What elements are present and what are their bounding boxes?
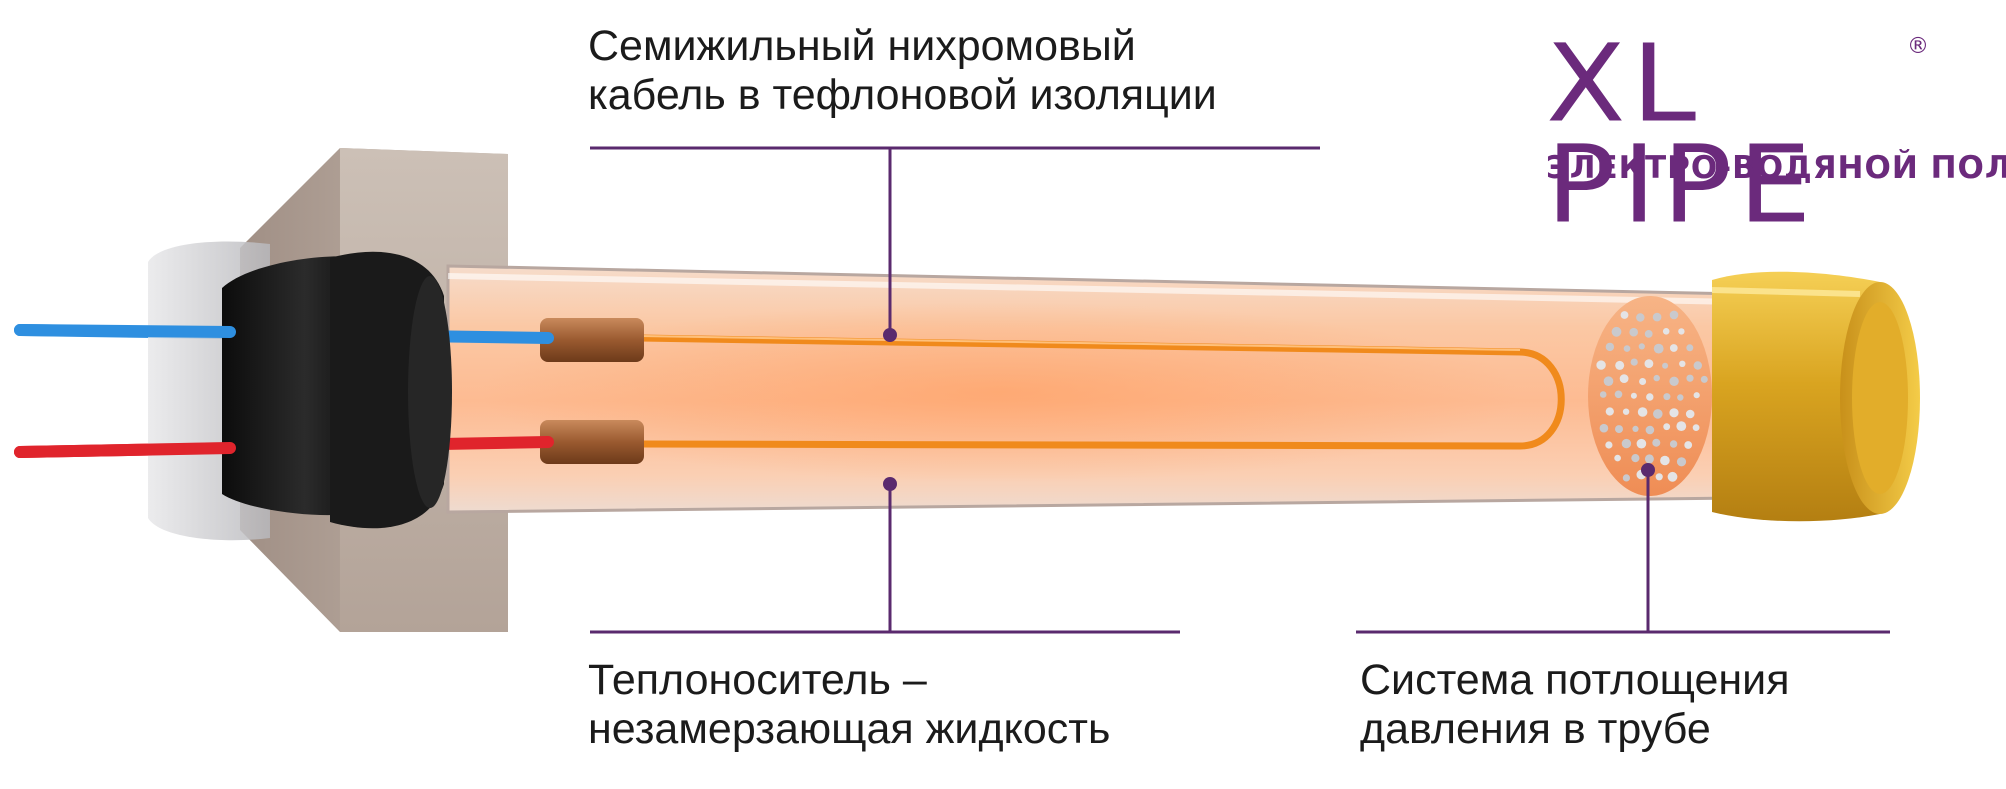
- logo-registered-mark: ®: [1907, 34, 1929, 59]
- callout-cable-dot: [883, 328, 897, 342]
- perforation-hole: [1644, 454, 1654, 464]
- logo-wordmark: XL PIPE: [1546, 22, 1818, 248]
- perforation-hole: [1639, 378, 1647, 385]
- label-cable: Семижильный нихромовый кабель в тефлонов…: [588, 22, 1217, 120]
- perforation-hole: [1653, 343, 1664, 354]
- perforation-hole: [1679, 360, 1686, 367]
- label-coolant: Теплоноситель – незамерзающая жидкость: [588, 656, 1110, 754]
- perforation-hole: [1622, 408, 1630, 415]
- wire-blue-entry: [14, 324, 236, 338]
- pressure-absorber-perforation: [1596, 310, 1708, 482]
- perforation-hole: [1662, 362, 1669, 369]
- perforation-hole: [1652, 438, 1661, 447]
- perforation-hole: [1629, 327, 1638, 337]
- callout-pressure-dot: [1641, 463, 1655, 477]
- connector-bottom: [540, 420, 644, 464]
- perforation-hole: [1644, 359, 1654, 368]
- perforation-hole: [1603, 376, 1614, 387]
- perforation-hole: [1644, 330, 1653, 338]
- perforation-hole: [1655, 473, 1663, 481]
- perforation-hole: [1632, 425, 1639, 432]
- gland-face: [408, 276, 452, 508]
- perforation-hole: [1676, 457, 1687, 467]
- perforation-hole: [1621, 438, 1632, 449]
- perforation-hole: [1652, 312, 1662, 322]
- perforation-hole: [1693, 392, 1700, 399]
- perforation-hole: [1663, 393, 1671, 401]
- perforation-hole: [1686, 374, 1694, 382]
- end-cap: [1712, 271, 1880, 522]
- perforation-hole: [1662, 328, 1670, 335]
- perforation-hole: [1605, 342, 1615, 352]
- perforation-hole: [1693, 361, 1703, 370]
- perforation-hole: [1700, 375, 1708, 383]
- label-coolant-line-1: Теплоноситель –: [588, 656, 927, 704]
- perforation-hole: [1636, 313, 1645, 322]
- perforation-hole: [1646, 393, 1654, 401]
- end-cap-inner: [1852, 302, 1908, 494]
- label-pressure-line-1: Система потлощения: [1360, 656, 1790, 704]
- perforation-hole: [1667, 471, 1678, 482]
- perforation-hole: [1676, 421, 1687, 431]
- label-cable-line-2: кабель в тефлоновой изоляции: [588, 71, 1217, 119]
- perforation-hole: [1623, 345, 1631, 352]
- end-cap-highlight: [1711, 287, 1861, 297]
- perforation-hole: [1599, 391, 1607, 398]
- perforation-hole: [1638, 343, 1645, 350]
- perforation-hole: [1605, 441, 1613, 449]
- perforation-hole: [1596, 360, 1606, 370]
- logo-tagline: ЭЛЕКТРО-ВОДЯНОЙ ПОЛ: [1546, 150, 2006, 186]
- label-cable-line-1: Семижильный нихромовый: [588, 22, 1136, 70]
- perforation-hole: [1614, 454, 1621, 462]
- perforation-hole: [1630, 392, 1637, 399]
- perforation-hole: [1620, 311, 1629, 319]
- perforation-hole: [1636, 438, 1647, 449]
- perforation-hole: [1692, 424, 1700, 431]
- heating-wire: [636, 334, 1565, 450]
- perforation-hole: [1653, 374, 1660, 382]
- perforation-hole: [1645, 425, 1655, 435]
- perforation-hole: [1611, 326, 1622, 337]
- perforation-hole: [1669, 376, 1679, 386]
- perforation-hole: [1663, 423, 1671, 431]
- label-pressure: Система потлощения давления в трубе: [1360, 656, 1789, 754]
- perforation-hole: [1637, 407, 1648, 417]
- perforation-hole: [1677, 394, 1684, 401]
- wire-red-entry: [14, 442, 236, 458]
- perforation-hole: [1653, 409, 1663, 419]
- heating-wire-highlight: [639, 335, 1521, 351]
- perforation-hole: [1669, 310, 1679, 320]
- connector-top: [540, 318, 644, 362]
- perforation-hole: [1684, 441, 1693, 449]
- perforation-hole: [1660, 455, 1670, 466]
- perforation-hole: [1630, 358, 1638, 366]
- perforation-hole: [1669, 408, 1679, 418]
- brand-logo: XL PIPE ® ЭЛЕКТРО-ВОДЯНОЙ ПОЛ: [1536, 31, 2006, 239]
- perforation-hole: [1599, 423, 1609, 433]
- perforation-hole: [1622, 474, 1630, 482]
- rubber-gland: [222, 256, 360, 516]
- tube-highlight: [447, 273, 1741, 305]
- perforation-hole: [1615, 425, 1623, 434]
- label-coolant-line-2: незамерзающая жидкость: [588, 705, 1111, 753]
- perforation-hole: [1619, 374, 1629, 383]
- perforation-hole: [1614, 390, 1623, 399]
- perforation-hole: [1669, 440, 1678, 448]
- perforation-hole: [1686, 344, 1694, 352]
- perforation-hole: [1678, 328, 1685, 335]
- perforation-hole: [1605, 407, 1614, 416]
- callout-coolant-dot: [883, 477, 897, 491]
- label-pressure-line-2: давления в трубе: [1360, 705, 1711, 753]
- perforation-hole: [1669, 344, 1678, 352]
- perforation-hole: [1615, 360, 1625, 370]
- perforation-hole: [1685, 409, 1695, 419]
- perforation-hole: [1631, 454, 1640, 463]
